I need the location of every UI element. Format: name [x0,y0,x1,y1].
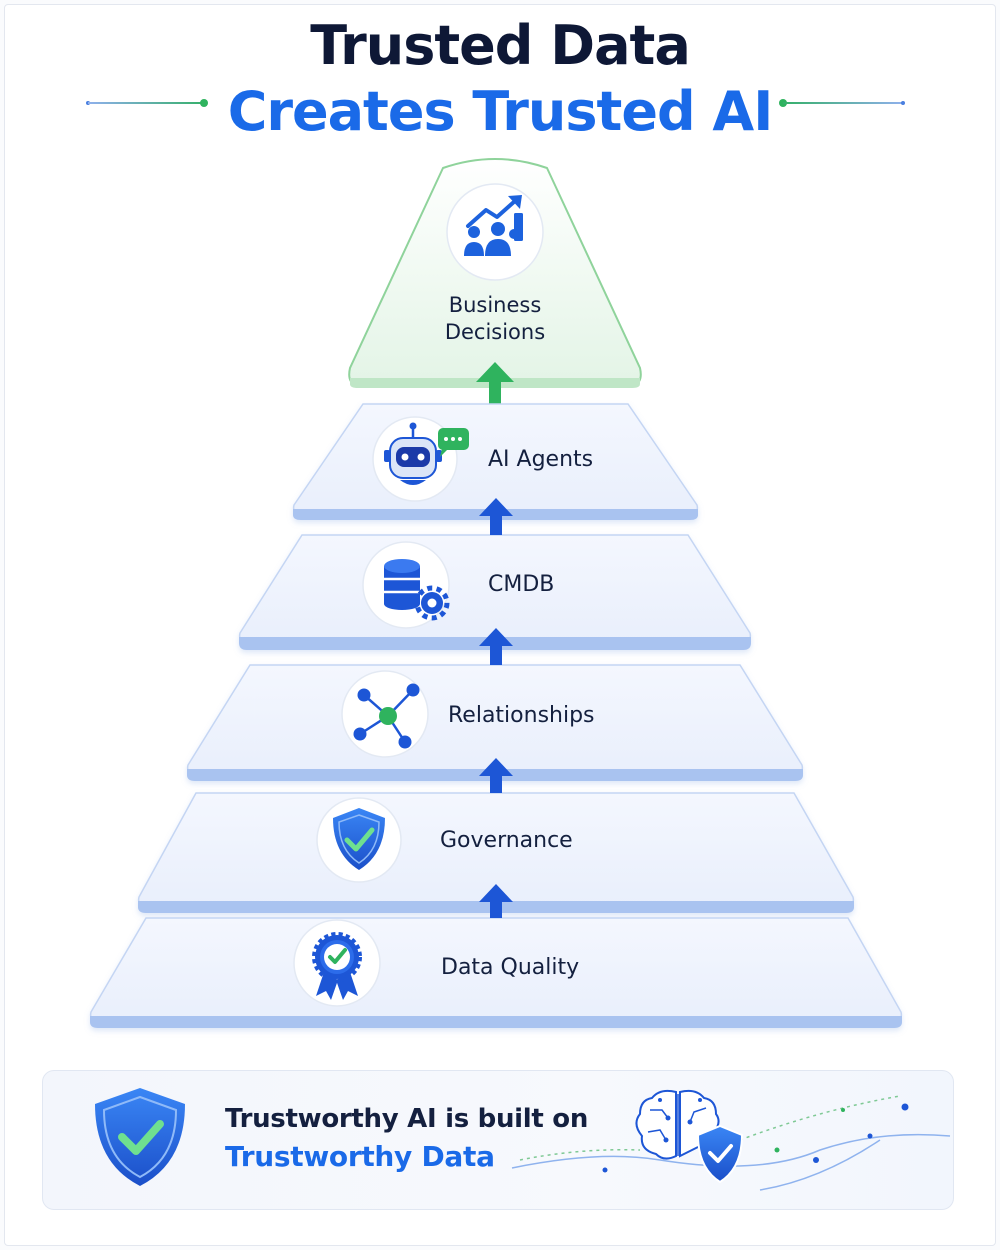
pyramid-layer-data-quality [89,917,903,1028]
layer-label-business-decisions: Business Decisions [395,292,595,346]
title-line-1: Trusted Data [310,14,691,77]
footer-banner [42,1070,954,1210]
title-decoration-right-line [783,102,903,104]
layer-label-business-decisions-line-2: Decisions [444,320,546,344]
data-flow-lines [511,1095,951,1191]
robot-chat-icon [372,416,469,502]
shield-check-icon [95,1088,185,1186]
arrow-up-green [476,362,514,405]
title-decoration-right-tip [901,101,905,105]
pyramid-layer-cmdb [238,534,752,650]
layer-label-business-decisions-line-1: Business [448,293,542,317]
layer-label-data-quality: Data Quality [441,955,580,980]
arrow-up-blue-4 [479,884,513,918]
database-gear-icon [362,541,450,629]
layer-label-governance: Governance [440,828,573,853]
pyramid-layer-relationships [186,664,804,781]
small-shield-check-icon [696,1124,744,1184]
network-nodes-icon [341,670,429,758]
title-line-2: Creates Trusted AI [227,80,774,143]
layer-label-relationships: Relationships [448,703,595,728]
shield-check-icon [316,797,402,883]
layer-label-ai-agents: AI Agents [488,447,594,472]
arrow-up-blue-1 [479,498,513,535]
title-decoration-left-line [88,102,206,104]
banner-text-line-1: Trustworthy AI is built on [225,1104,589,1134]
arrow-up-blue-2 [479,628,513,665]
award-badge-icon [293,919,381,1007]
banner-text-line-2: Trustworthy Data [225,1140,495,1173]
title-decoration-left-dot [200,99,208,107]
layer-label-cmdb: CMDB [488,572,555,597]
arrow-up-blue-3 [479,758,513,793]
business-growth-icon [446,183,544,281]
